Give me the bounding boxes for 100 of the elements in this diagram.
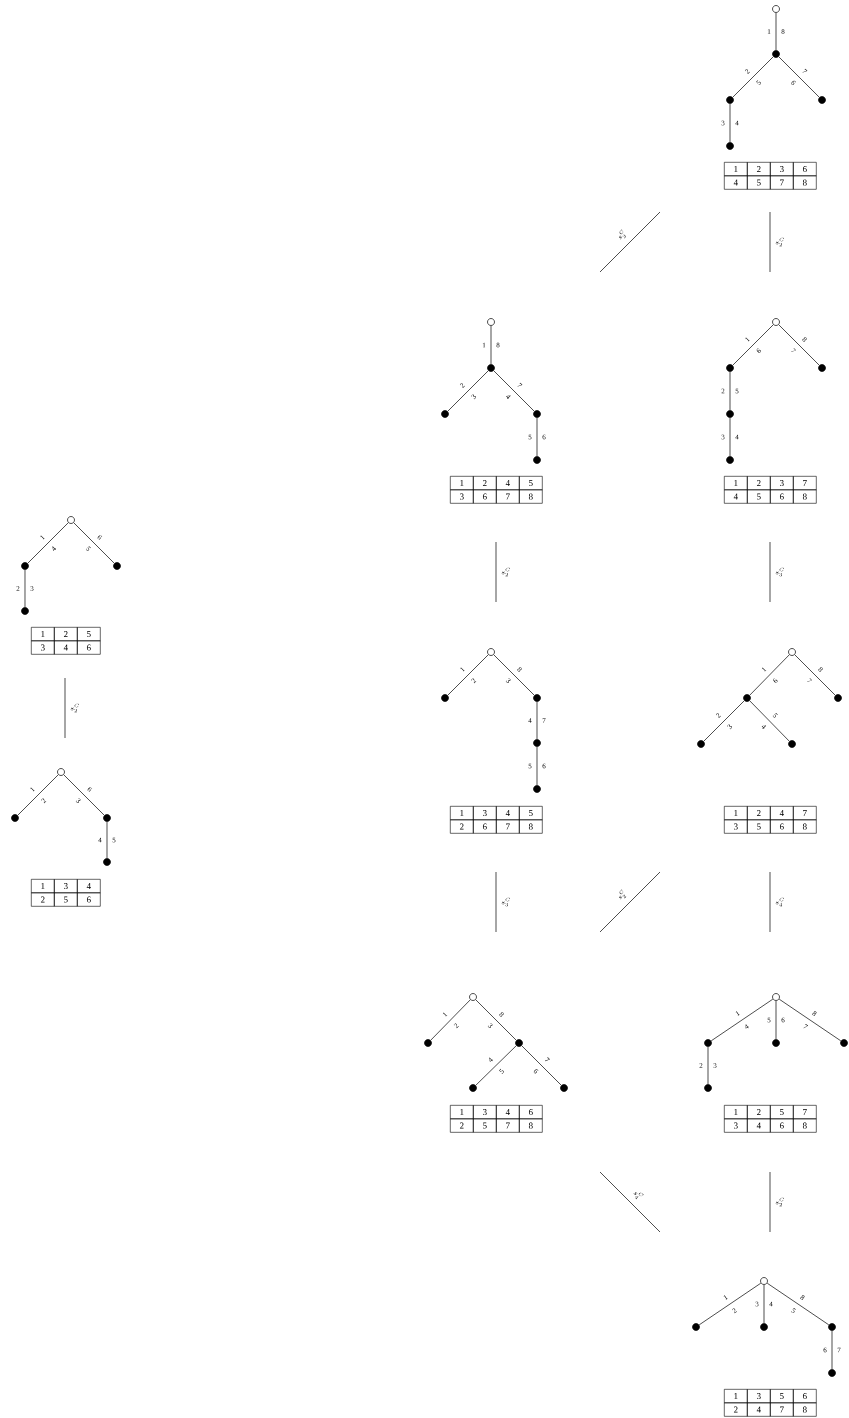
vertex [760, 1323, 768, 1331]
vertex [11, 814, 19, 822]
table-cell: 4 [496, 476, 520, 491]
tree-edge [749, 700, 790, 742]
table-cell: 8 [519, 819, 543, 834]
tree-edge [430, 999, 471, 1041]
tree-edge [106, 821, 108, 859]
tree-edge [775, 12, 777, 51]
tree-edge [490, 325, 492, 365]
table-cell: 5 [54, 892, 78, 907]
table-cell: 5 [747, 489, 771, 504]
tree-edge [475, 1045, 517, 1086]
table-cell: 8 [793, 819, 817, 834]
tree-edge [698, 1282, 762, 1326]
vertex [103, 814, 111, 822]
tree-edge [710, 998, 774, 1042]
tree-edge [63, 774, 105, 816]
tree-edge [749, 654, 790, 696]
relation-label: $s_2^C$ [501, 567, 510, 577]
table-cell: 1 [450, 476, 474, 491]
vertex [103, 858, 111, 866]
vertex [424, 1039, 432, 1047]
vertex [441, 410, 449, 418]
vertex [113, 562, 121, 570]
tree-edge [778, 998, 842, 1042]
tree-edge [447, 654, 489, 696]
vertex [533, 739, 541, 747]
table-cell: 1 [724, 162, 748, 177]
table-cell: 4 [770, 806, 794, 821]
table-cell: 8 [519, 489, 543, 504]
vertex [726, 142, 734, 150]
table-cell: 6 [770, 819, 794, 834]
table-cell: 6 [77, 640, 101, 655]
tree-edge [729, 417, 731, 457]
table-cell: 8 [793, 1118, 817, 1133]
table-cell: 3 [31, 640, 55, 655]
root-vertex [760, 1277, 768, 1285]
table-cell: 6 [793, 162, 817, 177]
vertex [533, 694, 541, 702]
table-cell: 7 [496, 1118, 520, 1133]
table-cell: 5 [77, 627, 101, 642]
table-cell: 6 [77, 892, 101, 907]
table-cell: 8 [793, 1402, 817, 1417]
tree-edge [447, 370, 489, 412]
table-cell: 2 [54, 627, 78, 642]
table-cell: 5 [519, 806, 543, 821]
root-vertex [772, 318, 780, 326]
tree-edge [778, 56, 820, 98]
table-cell: 7 [793, 806, 817, 821]
table-cell: 4 [724, 175, 748, 190]
relation-label: $s_2^C$ [70, 703, 79, 713]
table-cell: 6 [770, 489, 794, 504]
table-cell: 7 [770, 175, 794, 190]
table-cell: 7 [793, 1105, 817, 1120]
relation-label: $s_2^C$ [775, 1197, 784, 1207]
relation-label: $s_2^C$ [619, 889, 627, 900]
tree-edge [536, 417, 538, 457]
root-vertex [772, 5, 780, 13]
vertex [788, 740, 796, 748]
table-cell: 3 [473, 1105, 497, 1120]
vertex [469, 1084, 477, 1092]
tree-edge [521, 1045, 562, 1086]
table-cell: 4 [747, 1402, 771, 1417]
tree-edge [729, 371, 731, 411]
root-vertex [57, 768, 65, 776]
table-cell: 2 [450, 1118, 474, 1133]
table-cell: 2 [31, 892, 55, 907]
table-cell: 4 [747, 1118, 771, 1133]
table-cell: 7 [496, 489, 520, 504]
vertex [726, 456, 734, 464]
table-cell: 5 [770, 1389, 794, 1404]
table-cell: 3 [450, 489, 474, 504]
table-cell: 4 [54, 640, 78, 655]
table-cell: 6 [473, 489, 497, 504]
tree-edge [766, 1282, 830, 1326]
vertex [704, 1084, 712, 1092]
table-cell: 7 [770, 1402, 794, 1417]
vertex [772, 50, 780, 58]
table-cell: 1 [31, 879, 55, 894]
table-cell: 2 [747, 1105, 771, 1120]
table-cell: 1 [724, 476, 748, 491]
vertex [818, 96, 826, 104]
table-cell: 6 [473, 819, 497, 834]
table-cell: 8 [519, 1118, 543, 1133]
vertex [515, 1039, 523, 1047]
vertex [560, 1084, 568, 1092]
table-cell: 2 [747, 162, 771, 177]
tree-edge [775, 1000, 777, 1040]
table-cell: 6 [770, 1118, 794, 1133]
table-cell: 5 [770, 1105, 794, 1120]
vertex [834, 694, 842, 702]
vertex [726, 96, 734, 104]
tree-edge [27, 522, 69, 564]
relation-label: $s_3^C$ [619, 229, 626, 240]
table-cell: 2 [747, 806, 771, 821]
root-vertex [487, 318, 495, 326]
tree-edge [732, 56, 774, 98]
table-cell: 8 [793, 175, 817, 190]
table-cell: 3 [724, 819, 748, 834]
table-cell: 6 [519, 1105, 543, 1120]
